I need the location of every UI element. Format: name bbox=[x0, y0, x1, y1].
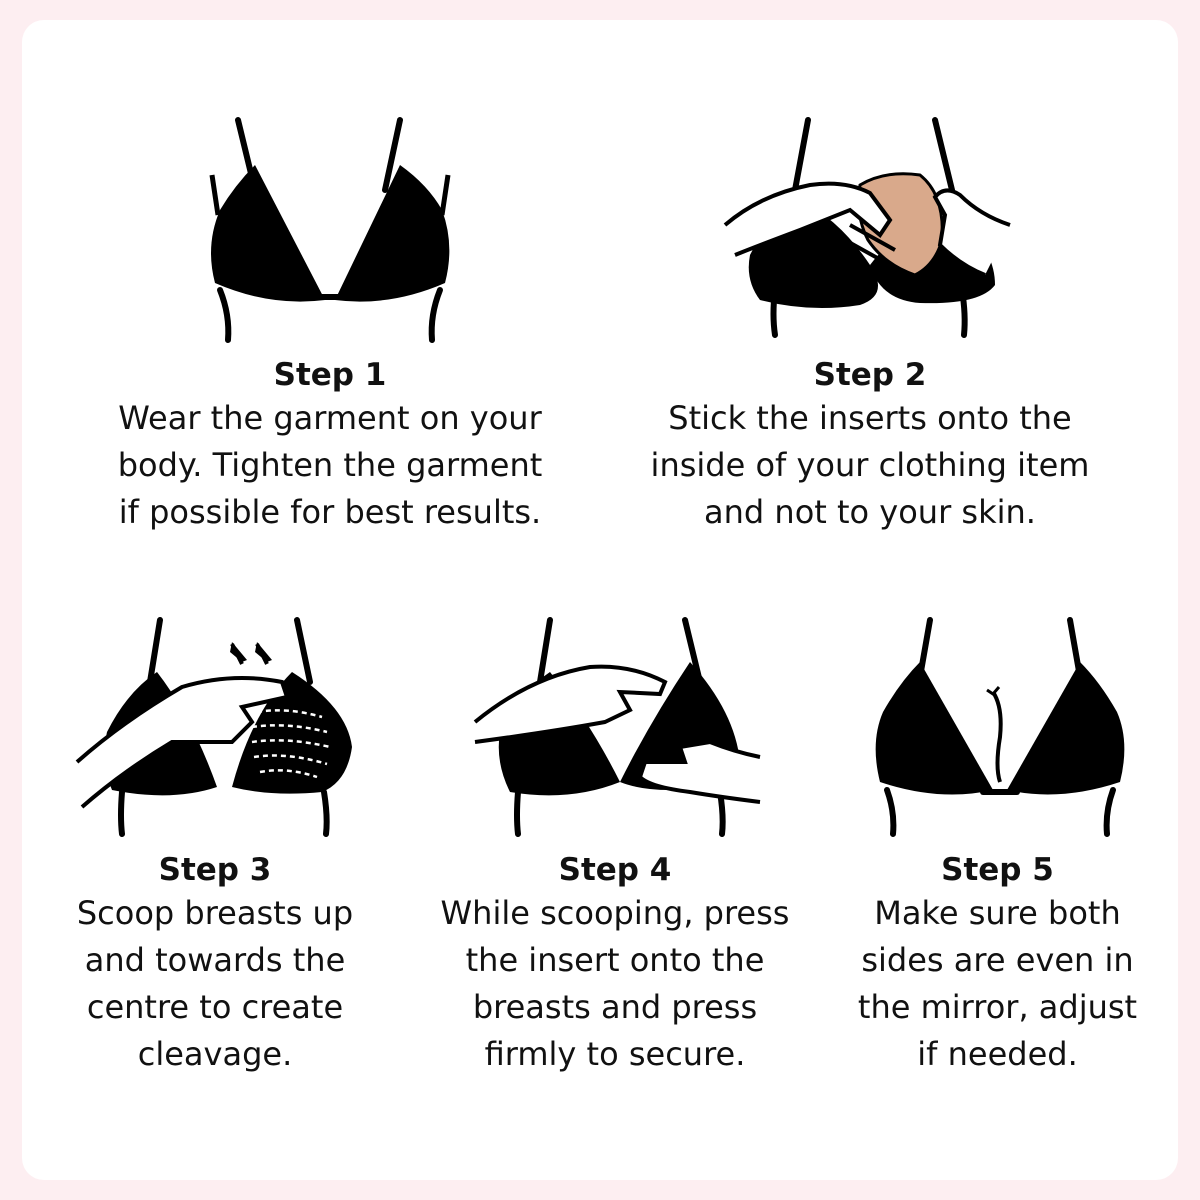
step-line: if possible for best results. bbox=[118, 493, 542, 531]
step-2: Step 2 Stick the inserts onto the inside… bbox=[630, 355, 1110, 536]
bra-cleavage-icon bbox=[875, 617, 1125, 837]
step-line: Stick the inserts onto the bbox=[668, 399, 1072, 437]
step-line: if needed. bbox=[917, 1035, 1078, 1073]
step-line: firmly to secure. bbox=[484, 1035, 746, 1073]
step-line: Make sure both bbox=[874, 894, 1121, 932]
step-title: Step 3 bbox=[158, 852, 272, 888]
hand-scoop-icon bbox=[75, 617, 352, 837]
step-line: sides are even in bbox=[861, 941, 1134, 979]
step-line: the insert onto the bbox=[465, 941, 765, 979]
step-line: centre to create bbox=[86, 988, 344, 1026]
step-description: Scoop breasts up and towards the centre … bbox=[40, 890, 390, 1078]
step-line: cleavage. bbox=[137, 1035, 293, 1073]
step-description: Wear the garment on your body. Tighten t… bbox=[90, 395, 570, 536]
step-line: inside of your clothing item bbox=[650, 446, 1090, 484]
step-4: Step 4 While scooping, press the insert … bbox=[430, 850, 800, 1078]
step-description: Stick the inserts onto the inside of you… bbox=[630, 395, 1110, 536]
step-5: Step 5 Make sure both sides are even in … bbox=[830, 850, 1165, 1078]
hands-insert-icon bbox=[723, 117, 1011, 338]
step-1: Step 1 Wear the garment on your body. Ti… bbox=[90, 355, 570, 536]
bra-icon bbox=[209, 117, 451, 343]
step-title: Step 1 bbox=[273, 357, 387, 393]
step-title: Step 5 bbox=[941, 852, 1054, 888]
step-title: Step 2 bbox=[813, 357, 927, 393]
step-line: body. Tighten the garment bbox=[117, 446, 543, 484]
step-line: Scoop breasts up bbox=[76, 894, 354, 932]
step-3: Step 3 Scoop breasts up and towards the … bbox=[40, 850, 390, 1078]
step-line: and not to your skin. bbox=[704, 493, 1036, 531]
step-title: Step 4 bbox=[558, 852, 672, 888]
step-description: Make sure both sides are even in the mir… bbox=[830, 890, 1165, 1078]
hands-press-icon bbox=[473, 617, 761, 837]
step-line: and towards the bbox=[84, 941, 346, 979]
step-line: Wear the garment on your bbox=[118, 399, 542, 437]
step-line: breasts and press bbox=[472, 988, 758, 1026]
step-line: the mirror, adjust bbox=[857, 988, 1138, 1026]
step-description: While scooping, press the insert onto th… bbox=[430, 890, 800, 1078]
step-line: While scooping, press bbox=[440, 894, 790, 932]
